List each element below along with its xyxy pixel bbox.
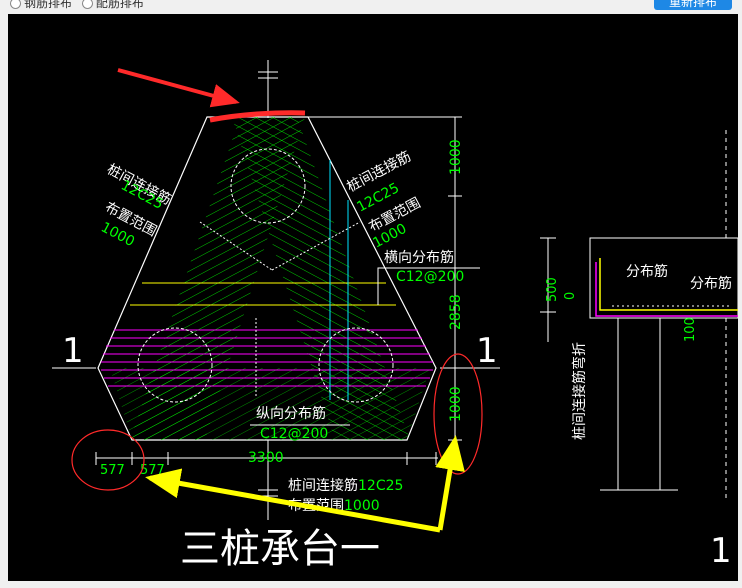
dim-width: 3300 xyxy=(248,450,284,466)
transverse-rebars xyxy=(101,329,433,387)
dim-low: 1000 xyxy=(448,386,464,422)
red-circle-left xyxy=(71,429,145,491)
cad-drawing-canvas[interactable]: 1000 2858 1000 3300 577 577 1 1 1 桩间连接筋 … xyxy=(8,14,738,581)
red-circle-right xyxy=(433,353,483,475)
svg-text:分布筋: 分布筋 xyxy=(690,275,732,292)
svg-text:桩间连接筋弯折: 桩间连接筋弯折 xyxy=(571,342,588,440)
dim-mid: 2858 xyxy=(448,294,464,330)
svg-text:桩间连接筋12C25: 桩间连接筋12C25 xyxy=(288,477,403,494)
section-mark-far-right: 1 xyxy=(710,531,732,571)
cyan-lines xyxy=(329,160,349,400)
section-mark-left: 1 xyxy=(62,331,84,371)
svg-text:分布筋: 分布筋 xyxy=(626,263,668,280)
section-view: 分布筋 分布筋 500 0 100 桩间连接筋弯折 xyxy=(540,130,738,500)
svg-text:100: 100 xyxy=(683,317,698,342)
drawing-title: 三桩承台一 xyxy=(180,526,380,572)
yellow-annotation-arrows xyxy=(145,435,465,533)
svg-text:500: 500 xyxy=(545,277,560,302)
radio-option-b[interactable] xyxy=(81,0,93,9)
bottom-rebar-note: 桩间连接筋12C25 布置范围1000 xyxy=(288,477,403,514)
dim-left-a: 577 xyxy=(100,463,125,478)
radio-option-a[interactable] xyxy=(10,0,21,9)
option-b-label: 配筋排布 xyxy=(95,0,144,10)
section-mark-right: 1 xyxy=(476,331,498,371)
pile-top xyxy=(230,148,306,224)
svg-text:横向分布筋: 横向分布筋 xyxy=(384,249,454,266)
option-group: 钢筋排布 配筋排布 xyxy=(4,0,144,11)
dim-top: 1000 xyxy=(448,139,464,175)
svg-text:纵向分布筋: 纵向分布筋 xyxy=(256,405,326,422)
svg-text:C12@200: C12@200 xyxy=(396,269,464,285)
pile-left xyxy=(137,327,213,403)
option-a-label: 钢筋排布 xyxy=(24,0,73,10)
yellow-rebars xyxy=(130,282,396,306)
transverse-note: 横向分布筋 C12@200 xyxy=(377,249,480,305)
toolbar: 钢筋排布 配筋排布 重新排布 xyxy=(0,0,742,13)
pile-right xyxy=(318,327,394,403)
action-button[interactable]: 重新排布 xyxy=(654,0,732,10)
svg-text:C12@200: C12@200 xyxy=(260,426,328,442)
red-annotation-arrow xyxy=(117,68,306,123)
longitudinal-note: 纵向分布筋 C12@200 xyxy=(250,405,350,442)
svg-text:0: 0 xyxy=(563,292,578,300)
